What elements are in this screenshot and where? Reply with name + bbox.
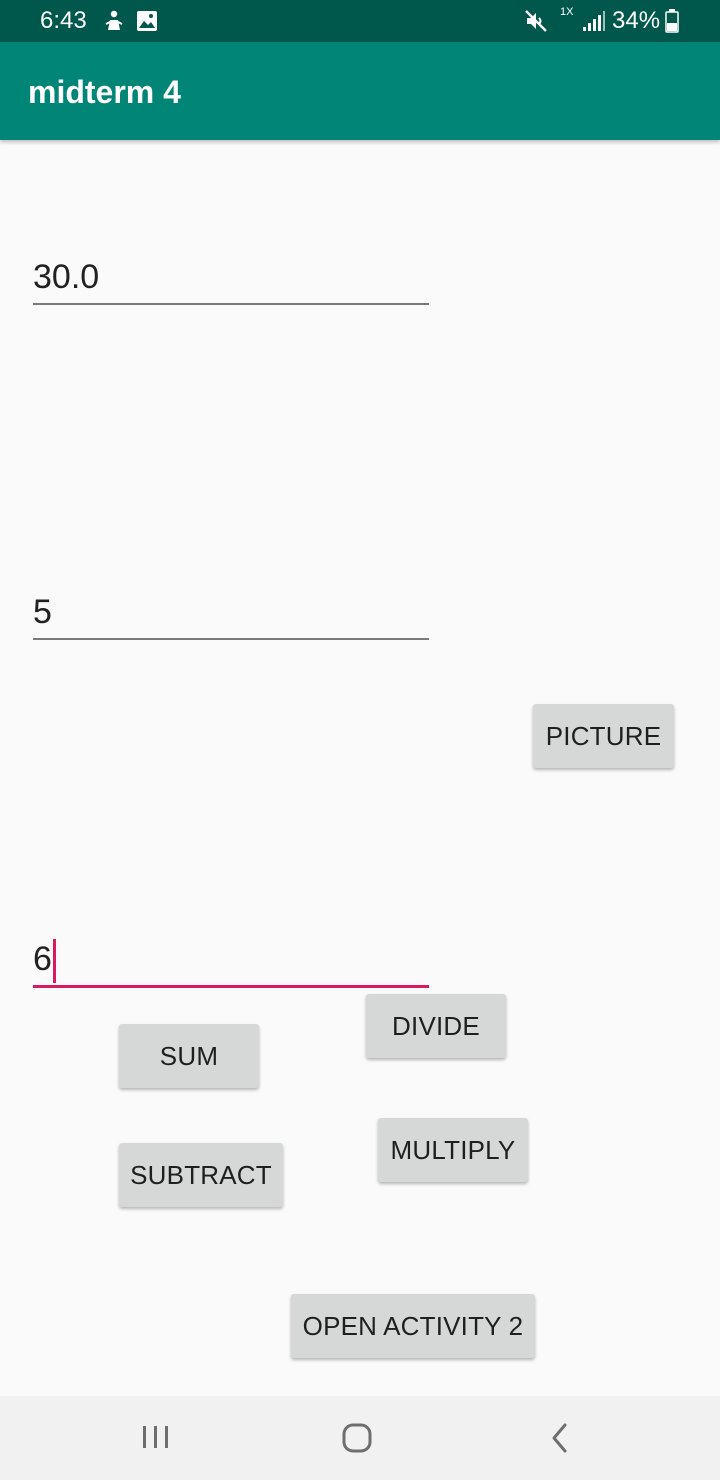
recents-icon[interactable] [126,1416,186,1460]
network-indicator: 1X [560,6,574,18]
subtract-button[interactable]: SUBTRACT [119,1143,283,1207]
second-number-field[interactable]: 5 [33,588,429,640]
app-bar: midterm 4 [0,42,720,140]
navigation-bar [0,1396,720,1480]
sum-button[interactable]: SUM [119,1024,259,1088]
signal-icon [582,10,606,37]
third-number-value: 6 [33,940,52,978]
gesture-notification-icon [104,10,124,37]
app-title: midterm 4 [28,74,181,110]
second-number-value: 5 [33,593,52,631]
first-number-field[interactable]: 30.0 [33,253,429,305]
open-activity-2-button[interactable]: OPEN ACTIVITY 2 [291,1294,535,1358]
status-time: 6:43 [40,7,87,34]
first-number-value: 30.0 [33,258,100,296]
home-icon[interactable] [327,1416,387,1460]
third-number-value-wrap: 6 [33,939,56,983]
text-cursor [52,939,56,983]
divide-button[interactable]: DIVIDE [366,994,506,1058]
status-bar: 6:43 1X 34% [0,0,720,42]
mute-icon [524,9,548,38]
third-number-field[interactable]: 6 [33,935,429,988]
back-icon[interactable] [530,1416,590,1460]
image-notification-icon [136,10,158,37]
battery-icon [665,9,679,38]
multiply-button[interactable]: MULTIPLY [378,1118,528,1182]
battery-percentage: 34% [612,7,661,34]
picture-button[interactable]: PICTURE [533,704,674,768]
